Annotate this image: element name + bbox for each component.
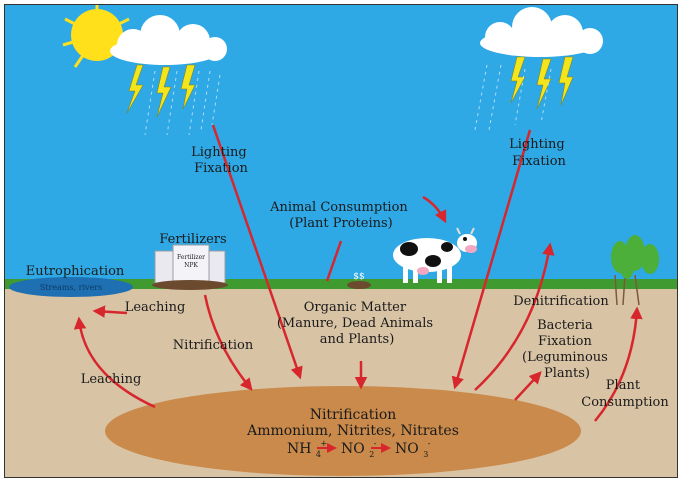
- organic-matter-label: Organic Matter (Manure, Dead Animals and…: [277, 300, 437, 347]
- plant-icon: [611, 235, 659, 306]
- fertilizers-label: Fertilizers: [159, 232, 226, 247]
- organic-line-2: (Manure, Dead Animals: [277, 316, 433, 331]
- bacteria-line-3: (Leguminous: [522, 350, 608, 365]
- fertilizer-bag-icon: Fertilizer NPK: [152, 244, 228, 290]
- lightning-right-line-2: Fixation: [512, 154, 566, 169]
- lightning-icon: [510, 56, 574, 110]
- lightning-right-line-1: Lighting: [509, 137, 565, 152]
- animal-line-2: (Plant Proteins): [289, 216, 392, 231]
- nitrogen-cycle-diagram: Streams, rivers Fertilizer NPK $$: [4, 4, 678, 478]
- formula-no3-base: NO: [395, 441, 419, 457]
- lightning-right-label: Lighting Fixation: [509, 137, 569, 169]
- pool-title: Nitrification: [310, 407, 397, 423]
- arrow-lightning-left: [211, 124, 303, 380]
- formula-nh: NH 4 +: [287, 439, 327, 461]
- diagram-canvas: Streams, rivers Fertilizer NPK $$: [5, 5, 677, 477]
- formula-no3-sup: -: [428, 439, 431, 448]
- pool-subtitle: Ammonium, Nitrites, Nitrates: [246, 423, 459, 439]
- cloud-icon: [110, 15, 227, 65]
- formula-nh-base: NH: [287, 441, 311, 457]
- organic-line-3: and Plants): [320, 332, 395, 347]
- nitrogen-pool: [105, 386, 581, 476]
- arrow-plant-consumption: [594, 306, 643, 422]
- lightning-left-line-1: Lighting: [191, 145, 247, 160]
- bacteria-line-1: Bacteria: [537, 318, 593, 333]
- leaching-bottom-label: Leaching: [81, 372, 142, 387]
- formula-no2-sub: 2: [369, 450, 374, 459]
- streams-label: Streams, rivers: [40, 283, 102, 292]
- formula-no3: NO 3 -: [395, 439, 433, 461]
- line-organic-to-ground: [325, 240, 343, 282]
- formula-no3-sub: 3: [423, 450, 428, 459]
- arrow-bacteria: [514, 371, 542, 401]
- arrow-denitrification: [474, 242, 555, 391]
- cycle-arrows: [73, 124, 643, 422]
- eutrophication-label: Eutrophication: [26, 264, 125, 279]
- bacteria-line-4: Plants): [544, 366, 590, 381]
- plant-line-2: Consumption: [581, 395, 669, 410]
- cow-icon: [393, 227, 477, 283]
- fert-bag-text-1: Fertilizer: [177, 254, 205, 261]
- nitrification-side-label: Nitrification: [173, 338, 254, 353]
- grass-strip: [5, 279, 677, 289]
- dung-icon: $$: [347, 272, 371, 289]
- formula-nh-sup: +: [320, 439, 327, 448]
- animal-line-1: Animal Consumption: [269, 200, 408, 215]
- rain-icon: [144, 70, 221, 136]
- water-body-icon: Streams, rivers: [9, 277, 133, 297]
- dung-steam: $$: [353, 272, 364, 282]
- arrow-fertilizer-nitrification: [203, 294, 253, 391]
- plant-line-1: Plant: [606, 378, 641, 393]
- formula-no2: NO 2 -: [341, 439, 379, 461]
- arrow-animal-consumption: [422, 195, 447, 224]
- formula-no2-sup: -: [374, 439, 377, 448]
- lightning-left-label: Lighting Fixation: [191, 145, 251, 176]
- organic-line-1: Organic Matter: [304, 300, 407, 315]
- leaching-top-label: Leaching: [125, 300, 186, 315]
- formula-nh-sub: 4: [316, 450, 321, 459]
- denitrification-label: Denitrification: [513, 294, 609, 309]
- animal-consumption-label: Animal Consumption (Plant Proteins): [269, 200, 412, 231]
- arrow-leaching-top: [92, 305, 128, 318]
- formula-no2-base: NO: [341, 441, 365, 457]
- arrow-leaching-bottom: [73, 316, 156, 409]
- lightning-left-line-2: Fixation: [194, 161, 248, 176]
- lightning-icon: [126, 64, 196, 118]
- plant-consumption-label: Plant Consumption: [581, 378, 669, 410]
- cloud-icon: [480, 7, 603, 57]
- arrow-lightning-right: [451, 129, 532, 390]
- bacteria-fixation-label: Bacteria Fixation (Leguminous Plants): [522, 318, 612, 381]
- bacteria-line-2: Fixation: [538, 334, 592, 349]
- formula: NH 4 + NO 2 - NO 3 -: [287, 439, 433, 461]
- rain-icon: [474, 64, 552, 131]
- fert-bag-text-2: NPK: [184, 262, 198, 269]
